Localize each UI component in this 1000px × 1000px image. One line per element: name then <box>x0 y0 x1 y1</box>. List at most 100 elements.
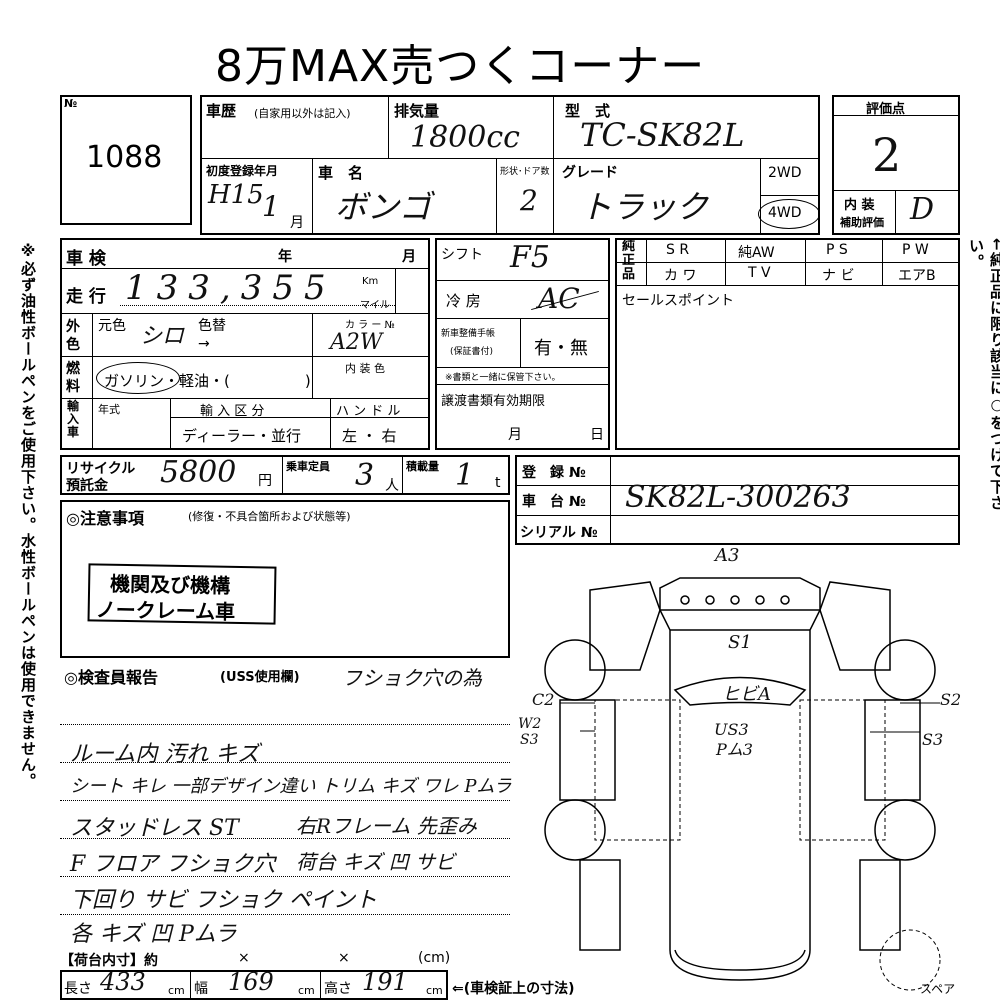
import-type-value: ディーラー・並行 <box>182 427 301 445</box>
cargo-length-unit: cm <box>168 984 185 997</box>
capacity-value: 3 <box>355 458 375 493</box>
serial-label: シリアル № <box>520 525 598 541</box>
cargo-x2: × <box>338 950 350 966</box>
model-value: TC-SK82L <box>580 116 745 154</box>
shift-label: シフト <box>441 247 483 263</box>
mileage-unit-km: Km <box>362 276 379 287</box>
inspector-right-4: 右Rフレーム 先歪み <box>296 814 477 838</box>
inspector-line-2: ルーム内 汚れ キズ <box>70 742 260 767</box>
score-label: 評価点 <box>866 102 906 117</box>
cargo-cm: (cm) <box>418 950 451 966</box>
inspection-year: 年 <box>278 249 292 265</box>
registration-grid <box>515 455 960 545</box>
right-side-note: ←純正品に限り該当に○をつけて下さい。 <box>967 238 1000 511</box>
equip-sr: S R <box>666 242 690 258</box>
notes-sub: (修復・不具合箇所および状態等) <box>188 510 351 523</box>
handle-value: 左 ・ 右 <box>342 427 397 445</box>
score-value: 2 <box>872 128 902 182</box>
diagram-pa3: Pム3 <box>716 740 753 759</box>
mileage-unit-mile: マイル <box>360 300 390 311</box>
inspector-line-0: フショク穴の為 <box>342 666 482 690</box>
chassis-label: 車 台 № <box>522 494 586 510</box>
diagram-hiba: ヒビA <box>722 684 771 705</box>
left-side-note: ※必ず油性ボールペンをご使用下さい。水性ボールペンは使用できません。 <box>19 242 37 789</box>
inspector-line-7: 下回り サビ フショク ペイント <box>70 888 377 913</box>
equip-pw: P W <box>902 242 929 258</box>
shift-grid <box>435 238 610 450</box>
capacity-label: 乗車定員 <box>286 460 330 473</box>
load-value: 1 <box>455 458 475 493</box>
interior-score-label2: 補助評価 <box>840 216 884 229</box>
aircon-label: 冷 房 <box>446 292 481 310</box>
registration-label: 登 録 № <box>522 465 586 481</box>
import-type-label: 輸 入 区 分 <box>200 404 265 419</box>
notes-box <box>60 500 510 658</box>
history-label: 車歴 <box>206 102 237 120</box>
equip-kawa: カ ワ <box>664 268 697 284</box>
color-no-label: カ ラ ー № <box>345 320 395 331</box>
inspector-sub: (USS使用欄) <box>220 670 300 685</box>
recycle-label1: リサイクル <box>66 461 136 477</box>
vehicle-grid <box>60 238 430 450</box>
interior-score-label1: 内 装 <box>844 198 875 213</box>
doors-label: 形状･ドア数 <box>500 167 550 177</box>
color-no-value: A2W <box>330 330 383 355</box>
exterior-label: 外色 <box>66 319 80 353</box>
capacity-unit: 人 <box>385 478 399 494</box>
handle-label: ハ ン ド ル <box>336 404 401 419</box>
cargo-label: 【荷台内寸】約 <box>60 953 158 969</box>
cargo-width-unit: cm <box>298 984 315 997</box>
lot-label: № <box>64 97 78 110</box>
inspector-line-3: シート キレ 一部デザイン違い トリム キズ ワレ Pムラ <box>70 776 512 797</box>
history-note: (自家用以外は記入) <box>254 107 351 120</box>
cargo-x1: × <box>238 950 250 966</box>
notes-label: ◎注意事項 <box>66 509 144 528</box>
first-reg-era: H15 <box>208 180 264 210</box>
interior-score-value: D <box>910 192 935 227</box>
grade-label: グレード <box>562 165 618 181</box>
recycle-label2: 預託金 <box>66 478 108 494</box>
import-year-label: 年式 <box>98 403 120 416</box>
import-label: 輸入車 <box>67 399 80 439</box>
sales-point-label: セールスポイント <box>622 293 734 309</box>
equip-tv: T V <box>748 265 771 281</box>
service-book-label1: 新車整備手帳 <box>441 329 496 339</box>
exterior-change-label: 色替 <box>198 318 226 334</box>
exterior-orig-value: シロ <box>140 324 185 349</box>
equip-airbag: エアB <box>898 268 936 284</box>
diagram-a3: A3 <box>715 545 740 566</box>
displacement-value: 1800cc <box>410 120 520 155</box>
drive-4wd-circle <box>758 199 820 229</box>
diagram-us3: US3 <box>714 720 749 739</box>
transfer-doc-day: 日 <box>590 427 604 443</box>
lot-box <box>60 95 192 225</box>
car-name-label: 車 名 <box>318 164 364 182</box>
first-reg-label: 初度登録年月 <box>206 164 279 178</box>
diagram-w2: W2 <box>518 716 542 732</box>
cargo-width-value: 169 <box>228 968 274 996</box>
diagram-spare: スペア <box>920 982 956 996</box>
cargo-length-label: 長さ <box>64 981 92 997</box>
transfer-doc-month: 月 <box>508 427 522 443</box>
cargo-note: ⇐(車検証上の寸法) <box>452 981 575 997</box>
inspection-month: 月 <box>402 249 416 265</box>
first-reg-month: 1 <box>262 190 280 223</box>
grade-value: トラック <box>580 188 709 226</box>
service-book-label2: (保証書付) <box>450 347 494 357</box>
aircon-value: AC <box>538 282 580 315</box>
lot-number: 1088 <box>86 140 163 175</box>
diagram-s3-right: S3 <box>922 730 944 749</box>
cargo-grid <box>60 970 448 1000</box>
diagram-s1: S1 <box>728 632 752 653</box>
cargo-width-label: 幅 <box>194 981 208 997</box>
inspector-line-6: F フロア フショク穴 <box>70 852 276 877</box>
header-grid <box>200 95 820 235</box>
cargo-height-value: 191 <box>362 968 408 996</box>
cargo-height-label: 高さ <box>324 981 352 997</box>
service-book-note: ※書類と一緒に保管下さい。 <box>445 373 561 383</box>
drive-2wd: 2WD <box>768 165 802 181</box>
exterior-orig-label: 元色 <box>98 318 126 334</box>
vehicle-diagram <box>544 577 941 991</box>
car-name-value: ボンゴ <box>335 188 432 226</box>
equip-ps: P S <box>826 242 848 258</box>
